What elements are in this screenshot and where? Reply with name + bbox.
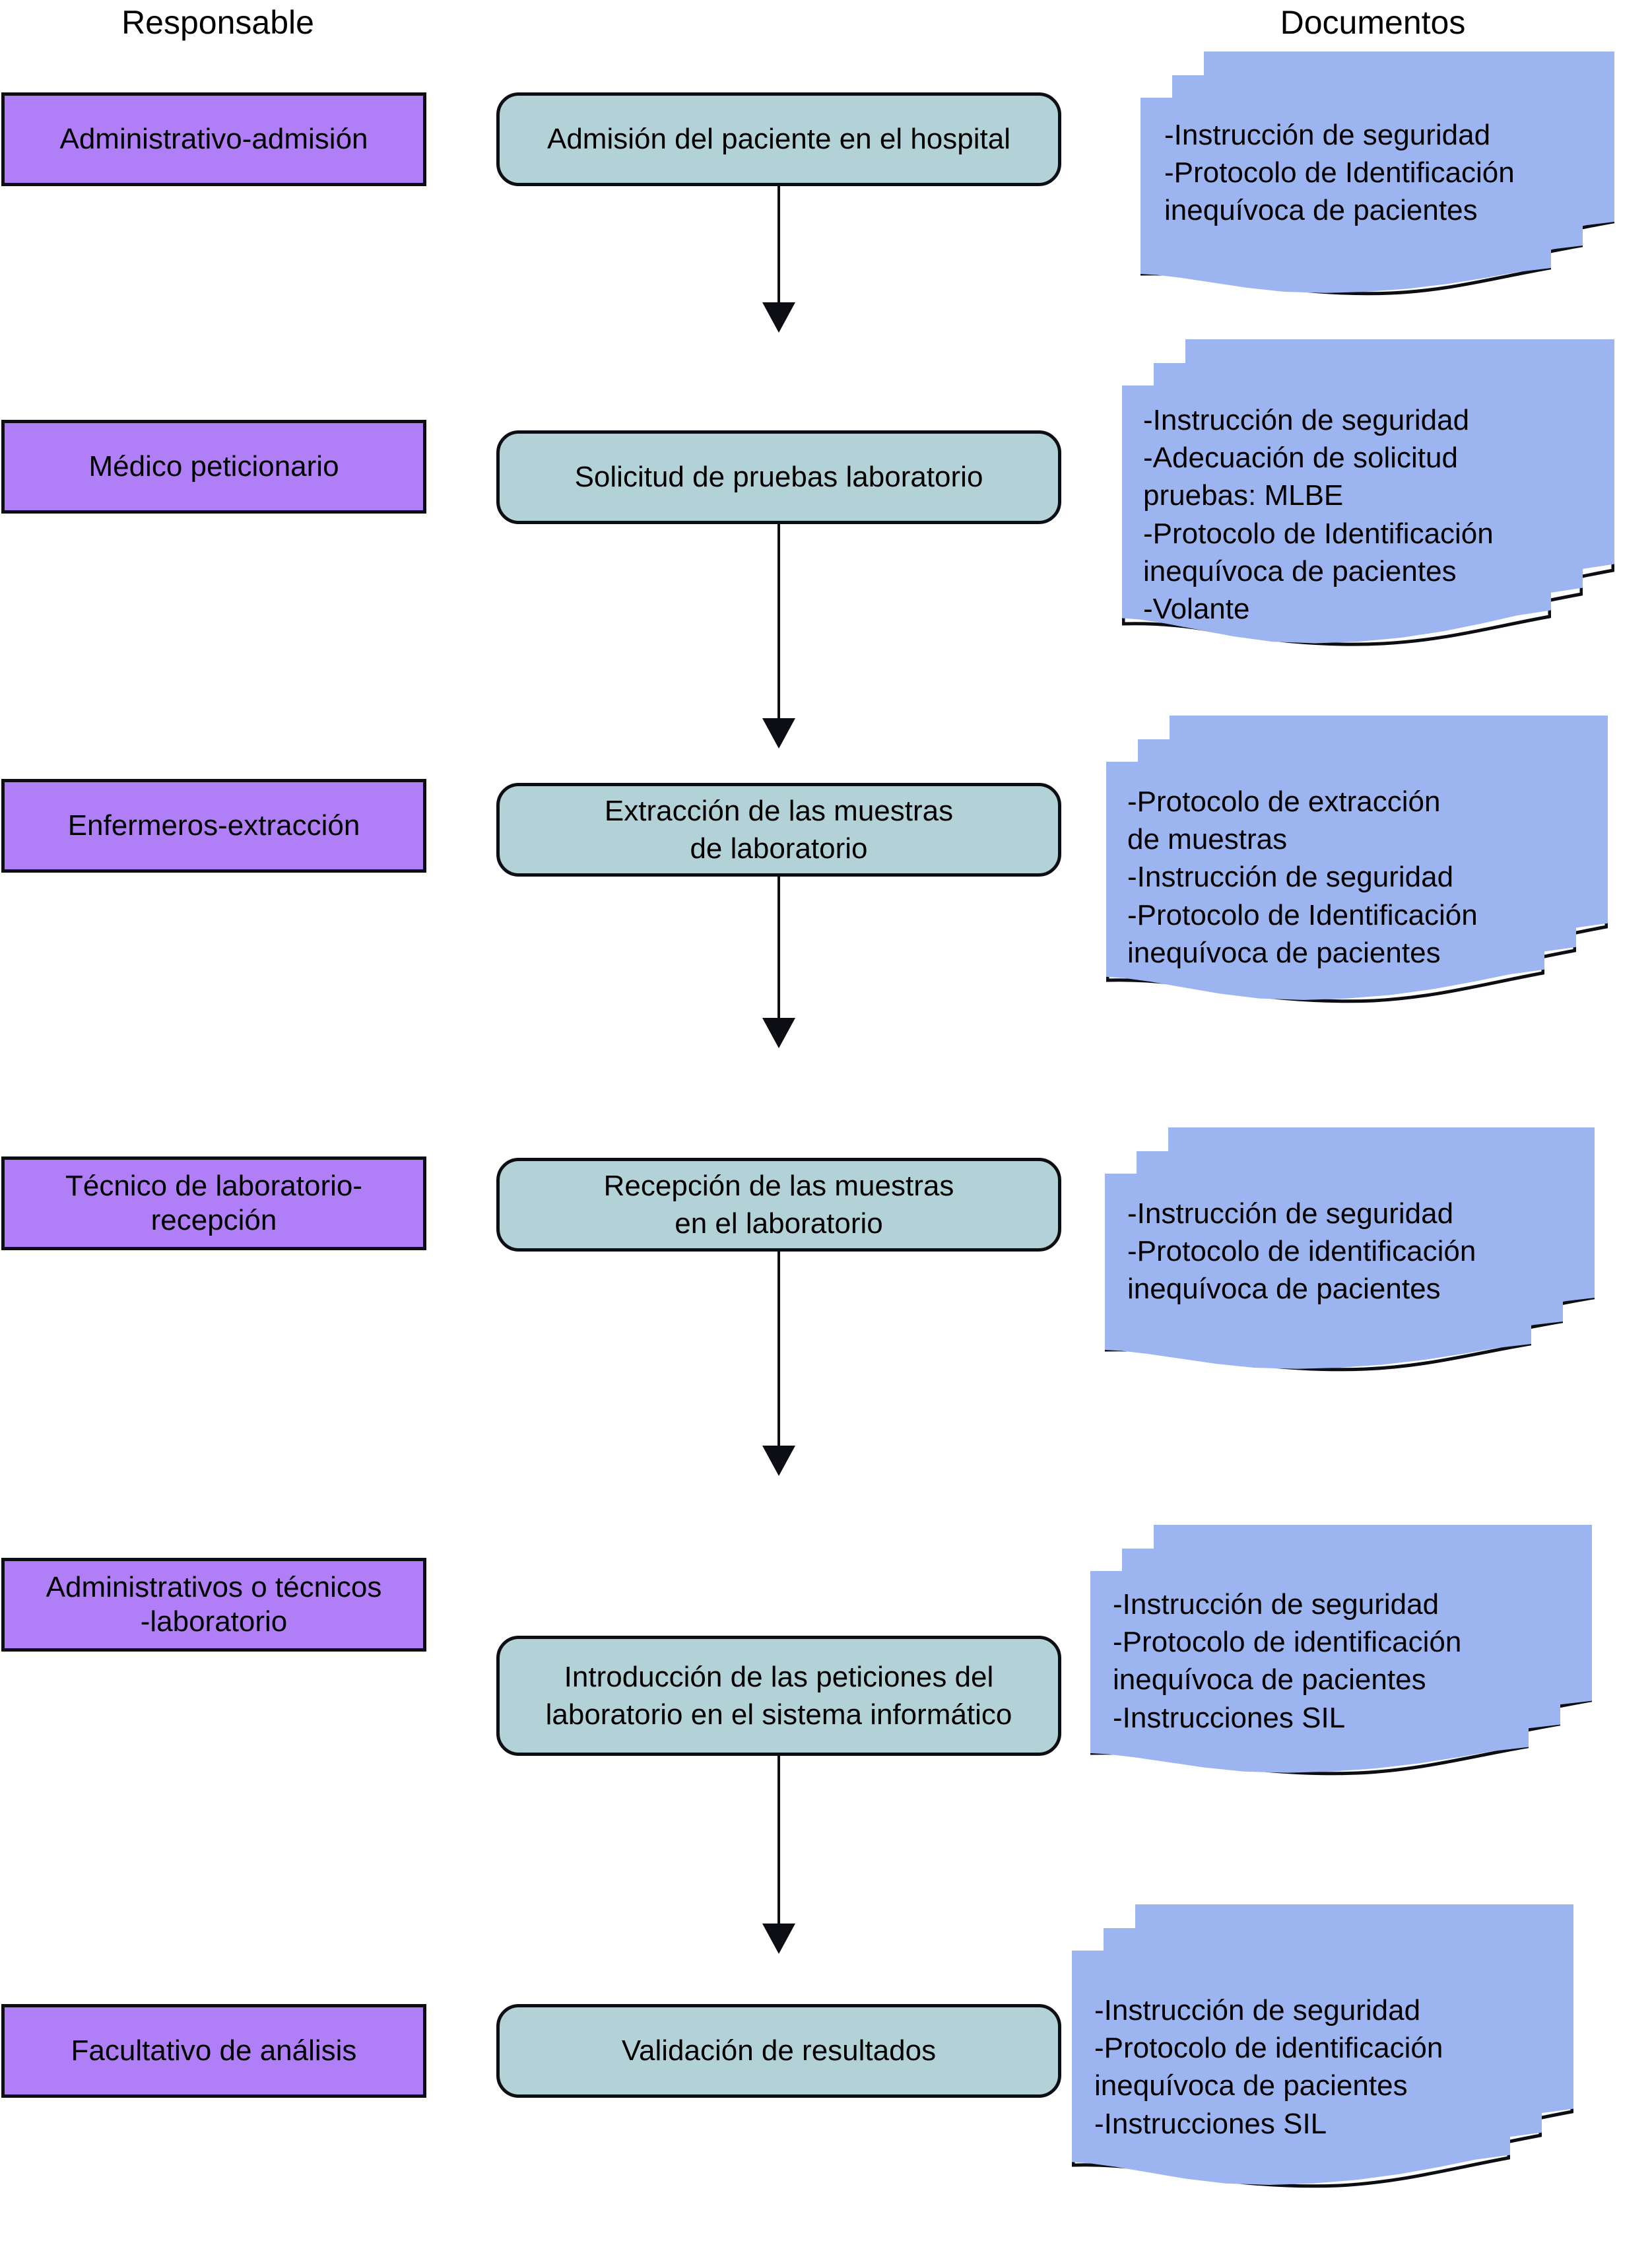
documento-text-3: -Protocolo de extracción de muestras -In… <box>1127 786 1478 969</box>
documento-text-6: -Instrucción de seguridad -Protocolo de … <box>1094 1994 1443 2140</box>
proceso-box-4[interactable]: Recepción de las muestras en el laborato… <box>496 1158 1061 1252</box>
documento-sheet-front: -Protocolo de extracción de muestras -In… <box>1106 761 1545 1003</box>
flow-arrow-1 <box>746 186 812 333</box>
proceso-box-6[interactable]: Validación de resultados <box>496 2004 1061 2098</box>
proceso-box-5[interactable]: Introducción de las peticiones del labor… <box>496 1636 1061 1756</box>
documento-stack-4[interactable]: -Instrucción de seguridad -Protocolo de … <box>1104 1127 1595 1372</box>
documento-sheet-front: -Instrucción de seguridad -Adecuación de… <box>1121 385 1552 647</box>
responsable-box-4[interactable]: Técnico de laboratorio- recepción <box>1 1156 426 1250</box>
flow-arrow-5 <box>746 1756 812 1954</box>
documento-stack-5[interactable]: -Instrucción de seguridad -Protocolo de … <box>1090 1524 1593 1776</box>
documento-sheet-front: -Instrucción de seguridad -Protocolo de … <box>1140 97 1552 296</box>
documento-stack-2[interactable]: -Instrucción de seguridad -Adecuación de… <box>1121 339 1615 647</box>
responsable-box-6[interactable]: Facultativo de análisis <box>1 2004 426 2098</box>
column-header-documentos: Documentos <box>1280 4 1466 41</box>
flow-arrow-4 <box>746 1252 812 1476</box>
responsable-box-3[interactable]: Enfermeros-extracción <box>1 779 426 873</box>
documento-sheet-front: -Instrucción de seguridad -Protocolo de … <box>1090 1570 1529 1776</box>
responsable-box-1[interactable]: Administrativo-admisión <box>1 92 426 186</box>
documento-sheet-front: -Instrucción de seguridad -Protocolo de … <box>1104 1173 1532 1372</box>
documento-text-2: -Instrucción de seguridad -Adecuación de… <box>1143 404 1494 625</box>
responsable-box-2[interactable]: Médico peticionario <box>1 420 426 514</box>
documento-text-4: -Instrucción de seguridad -Protocolo de … <box>1127 1197 1476 1306</box>
flow-arrow-3 <box>746 877 812 1048</box>
documento-text-5: -Instrucción de seguridad -Protocolo de … <box>1113 1588 1462 1734</box>
column-header-responsable: Responsable <box>121 4 314 41</box>
proceso-box-2[interactable]: Solicitud de pruebas laboratorio <box>496 430 1061 524</box>
documento-stack-1[interactable]: -Instrucción de seguridad -Protocolo de … <box>1140 51 1615 296</box>
documento-text-1: -Instrucción de seguridad -Protocolo de … <box>1164 119 1515 227</box>
responsable-box-5[interactable]: Administrativos o técnicos -laboratorio <box>1 1558 426 1652</box>
flow-arrow-2 <box>746 524 812 749</box>
documento-stack-3[interactable]: -Protocolo de extracción de muestras -In… <box>1106 715 1608 1003</box>
documento-stack-6[interactable]: -Instrucción de seguridad -Protocolo de … <box>1071 1904 1574 2188</box>
documento-sheet-front: -Instrucción de seguridad -Protocolo de … <box>1071 1950 1511 2188</box>
documento-sheet-outline <box>1121 385 1552 646</box>
proceso-box-3[interactable]: Extracción de las muestras de laboratori… <box>496 783 1061 877</box>
proceso-box-1[interactable]: Admisión del paciente en el hospital <box>496 92 1061 186</box>
